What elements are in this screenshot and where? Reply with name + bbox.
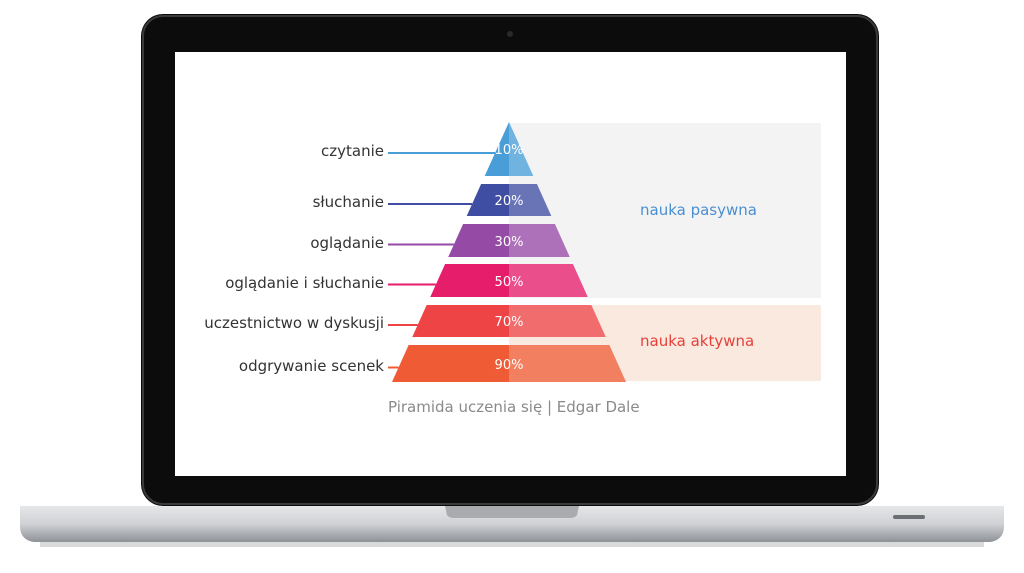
laptop-indicator [893, 515, 925, 519]
level-label-1: czytanie [321, 142, 384, 160]
level-percent-5: 70% [494, 315, 524, 330]
pyramid-tier-3 [448, 224, 570, 257]
pyramid-tier-5 [412, 305, 606, 337]
pyramid-tier-1 [484, 122, 534, 176]
pyramid-tier-4 [430, 264, 588, 297]
level-label-3: oglądanie [310, 233, 384, 252]
laptop-notch [445, 506, 579, 518]
level-label-5: uczestnictwo w dyskusji [204, 314, 384, 332]
laptop-base [20, 506, 1004, 542]
pyramid-tier-highlight-1 [509, 122, 534, 176]
level-percent-1: 10% [494, 143, 524, 158]
level-label-6: odgrywanie scenek [238, 356, 384, 375]
laptop-base-shadow [40, 542, 984, 547]
pyramid-tier-highlight-2 [509, 184, 552, 216]
pyramid-tier-highlight-6 [509, 345, 626, 382]
pyramid-tier-highlight-4 [509, 264, 588, 297]
pyramid-caption: Piramida uczenia się | Edgar Dale [388, 398, 640, 416]
pyramid [392, 122, 626, 382]
pyramid-tier-6 [392, 345, 626, 382]
level-label-2: słuchanie [312, 193, 384, 211]
level-label-4: oglądanie i słuchanie [225, 273, 384, 292]
pyramid-tier-highlight-3 [509, 224, 570, 257]
level-percent-3: 30% [494, 234, 524, 250]
active-zone-label: nauka aktywna [640, 332, 755, 350]
laptop-bezel-rim [142, 15, 878, 505]
passive-zone-label: nauka pasywna [640, 201, 757, 219]
camera-dot [507, 31, 513, 37]
pyramid-tier-2 [466, 184, 552, 216]
level-percent-6: 90% [494, 357, 524, 373]
pyramid-tier-highlight-5 [509, 305, 606, 337]
level-percent-2: 20% [494, 194, 524, 209]
level-percent-4: 50% [494, 274, 524, 290]
connectors [388, 152, 496, 369]
